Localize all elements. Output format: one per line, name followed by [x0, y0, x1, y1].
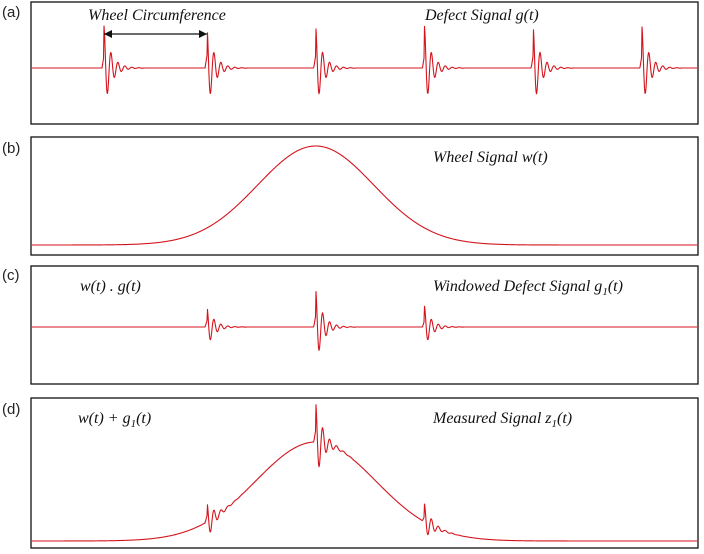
- panel-d-title: Measured Signal z1(t): [432, 410, 572, 430]
- panel-c: (c) w(t) . g(t) Windowed Defect Signal g…: [2, 265, 699, 385]
- panel-b-title: Wheel Signal w(t): [433, 149, 548, 166]
- panel-b: (b) Wheel Signal w(t): [2, 136, 699, 256]
- panel-d: (d) w(t) + g1(t) Measured Signal z1(t): [2, 397, 699, 549]
- panel-d-label: (d): [2, 401, 20, 418]
- panel-a-trace: [31, 25, 698, 95]
- panel-a: (a) Wheel Circumference Defect Signal g(…: [2, 1, 699, 125]
- panel-c-frame: [30, 265, 699, 385]
- panel-d-trace: [31, 404, 698, 542]
- panel-c-label: (c): [2, 267, 20, 284]
- panel-b-label: (b): [2, 140, 20, 157]
- panel-b-trace: [31, 145, 698, 246]
- panel-a-frame: [30, 1, 699, 125]
- panel-c-trace: [31, 291, 698, 351]
- wheel-circumference-arrow: [104, 30, 207, 38]
- panel-a-wheel-circumference-label: Wheel Circumference: [88, 7, 226, 24]
- panel-b-frame: [30, 136, 699, 256]
- panel-c-left-annotation: w(t) . g(t): [80, 278, 141, 295]
- panel-c-title: Windowed Defect Signal g1(t): [433, 278, 623, 298]
- panel-d-left-annotation: w(t) + g1(t): [78, 410, 151, 430]
- panel-a-label: (a): [2, 4, 20, 21]
- panel-d-frame: [30, 397, 699, 549]
- panel-a-title: Defect Signal g(t): [424, 7, 539, 24]
